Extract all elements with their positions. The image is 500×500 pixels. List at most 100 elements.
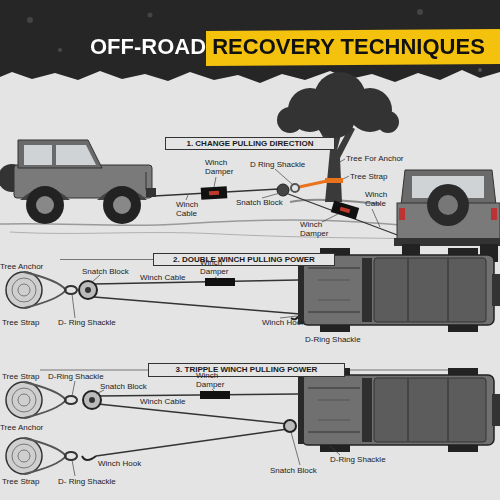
tree-strap	[24, 438, 66, 474]
leader-line	[186, 195, 188, 200]
pulley-axle	[85, 287, 91, 293]
leaves	[277, 107, 303, 133]
tree-strap	[325, 178, 343, 183]
leader-line	[343, 176, 349, 179]
d-ring-shackle	[291, 184, 299, 192]
tree-ring	[12, 388, 36, 412]
leader-line	[291, 432, 300, 465]
speck	[417, 9, 423, 15]
speck	[27, 17, 33, 23]
part-label: Winch Cable	[365, 190, 397, 208]
leader-lines	[72, 381, 340, 476]
pulley-axle	[89, 397, 95, 403]
winch-damper	[201, 186, 228, 199]
winch-damper	[200, 391, 230, 399]
part-label: Tree Anchor	[0, 262, 43, 271]
leader-line	[372, 209, 380, 227]
tree-ring	[18, 450, 30, 462]
jeep-top-view	[298, 368, 500, 452]
taillight	[399, 208, 405, 220]
tree-canopy	[277, 72, 399, 138]
part-label: D Ring Shackle	[250, 160, 305, 169]
part-label: Winch Damper	[200, 258, 232, 276]
part-label: Winch Damper	[300, 220, 332, 238]
hub	[36, 196, 54, 214]
winch-cable	[96, 429, 288, 456]
tree-top	[6, 382, 42, 418]
tree-ring	[18, 284, 30, 296]
part-label: Tree Strap	[2, 372, 40, 381]
leader-line	[72, 460, 75, 476]
part-label: D-Ring Shackle	[305, 335, 361, 344]
leader-line	[92, 275, 100, 282]
leader-line	[214, 177, 216, 187]
damper-logo	[209, 191, 219, 196]
part-label: Winch Damper	[196, 371, 228, 389]
taillight	[491, 208, 497, 220]
part-label: Winch Hook	[98, 459, 141, 468]
leader-line	[215, 277, 218, 279]
part-label: Snatch Block	[270, 466, 317, 475]
part-label: Tree Strap	[350, 172, 388, 181]
spare-tire	[427, 184, 469, 226]
part-label: Winch Cable	[140, 397, 185, 406]
jeep-cab	[18, 140, 102, 168]
page-title: OFF-ROAD RECOVERY TECHNIQUES	[90, 32, 485, 62]
grunge-band	[0, 0, 500, 83]
leader-line	[212, 389, 214, 391]
tree-ring	[12, 444, 36, 468]
d-ring-shackle	[65, 452, 77, 460]
section-heading-box: 1. CHANGE PULLING DIRECTION	[165, 137, 335, 150]
tree-top	[6, 272, 42, 308]
damper-logo	[340, 207, 351, 214]
hub	[113, 196, 131, 214]
winch-cable	[98, 404, 288, 424]
part-label: Snatch Block	[82, 267, 129, 276]
leader-lines	[186, 159, 380, 227]
window	[24, 145, 52, 165]
heading-rule	[60, 259, 153, 260]
tree-ring	[12, 278, 36, 302]
heading-rule	[345, 370, 460, 371]
tree-ring	[18, 394, 30, 406]
damper-body	[331, 201, 359, 220]
winch-cable	[98, 394, 298, 396]
part-label: Winch Hook	[262, 318, 305, 327]
snatch-block	[79, 281, 97, 299]
part-label: Snatch Block	[236, 198, 283, 207]
snatch-block	[277, 184, 289, 196]
wheel	[103, 186, 141, 224]
section-heading: 1. CHANGE PULLING DIRECTION	[186, 139, 313, 149]
part-label: Tree Anchor	[0, 423, 43, 432]
part-label: D-Ring Shackle	[330, 455, 386, 464]
wheel	[26, 186, 64, 224]
leader-line	[330, 446, 340, 455]
leader-line	[338, 159, 345, 163]
section-heading: 2. DOUBLE WINCH PULLING POWER	[173, 255, 315, 265]
leader-line	[322, 214, 338, 222]
part-label: Winch Cable	[140, 273, 185, 282]
leader-line	[72, 294, 75, 318]
grille	[146, 172, 147, 190]
speck	[58, 48, 62, 52]
winch-damper	[205, 278, 235, 286]
part-label: Snatch Block	[100, 382, 147, 391]
d-ring-shackle	[65, 286, 77, 294]
part-label: Tree For Anchor	[346, 154, 404, 163]
leaves	[377, 111, 399, 133]
part-label: Tree Strap	[2, 477, 40, 486]
snatch-block	[284, 420, 296, 432]
d-ring-shackle	[65, 396, 77, 404]
winch-cable	[94, 297, 300, 314]
part-label: D- Ring Shackle	[58, 477, 116, 486]
leader-line	[280, 316, 297, 318]
part-label: Winch Damper	[205, 158, 237, 176]
section-heading-box: 2. DOUBLE WINCH PULLING POWER	[153, 253, 335, 266]
speck	[478, 68, 482, 72]
tree-strap	[24, 272, 66, 308]
leader-line	[262, 193, 280, 198]
winch-damper	[331, 201, 359, 220]
